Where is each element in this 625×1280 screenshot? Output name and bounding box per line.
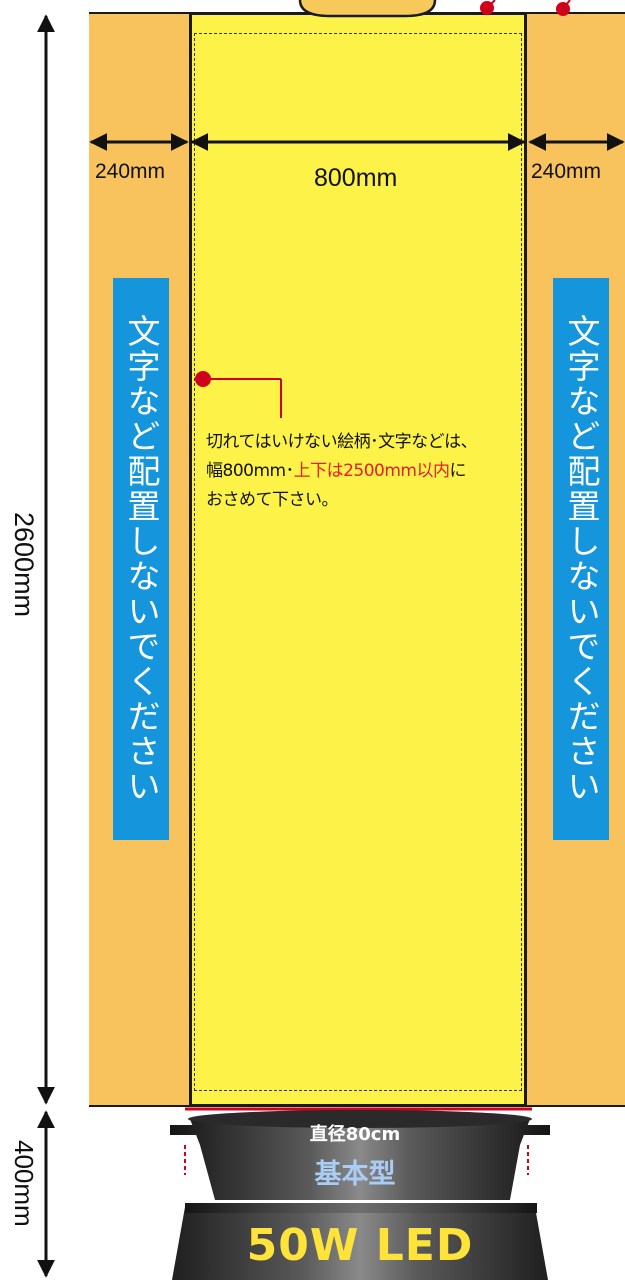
led-stand-base [170, 1107, 550, 1280]
top-ornament [298, 0, 571, 18]
stand-type-label: 基本型 [314, 1159, 396, 1190]
left-warning-box: 文字など配置しないでください [113, 278, 169, 840]
note-line-3: おさめて下さい。 [206, 490, 339, 510]
note-line-2-highlight: 上下は2500mm以内 [293, 461, 450, 481]
print-center-area [189, 12, 527, 1107]
left-warning-text: 文字など配置しないでください [122, 314, 161, 804]
pointer-dot-icon [480, 1, 494, 15]
dim-center-width: 800mm [314, 164, 398, 192]
layout-note: 切れてはいけない絵柄･文字などは、 幅800mm･上下は2500mm以内に おさ… [206, 428, 516, 515]
pointer-dot-icon [556, 2, 570, 16]
dim-banner-height: 2600mm [9, 512, 39, 618]
note-line-2-suffix: に [449, 461, 466, 481]
note-line-2: 幅800mm･上下は2500mm以内に [206, 457, 516, 486]
right-warning-box: 文字など配置しないでください [553, 278, 609, 840]
stand-diameter-label: 直径80cm [309, 1124, 401, 1145]
safe-area-dashed-border [194, 33, 522, 1091]
note-line-1: 切れてはいけない絵柄･文字などは、 [206, 432, 478, 452]
right-warning-text: 文字など配置しないでください [562, 314, 601, 804]
dim-stand-height: 400mm [9, 1140, 39, 1227]
dim-left-margin: 240mm [95, 160, 166, 183]
dim-right-margin: 240mm [531, 160, 602, 183]
stand-led-label: 50W LED [246, 1220, 474, 1271]
note-line-2-prefix: 幅800mm･ [206, 461, 294, 481]
